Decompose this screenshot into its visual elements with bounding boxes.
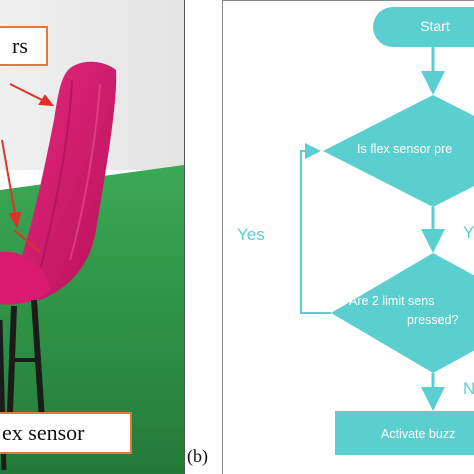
callout-arrows: [1, 83, 55, 253]
callout-flex-sensor: ex sensor: [0, 412, 132, 454]
photo-panel: rs ex sensor: [0, 0, 185, 474]
flowchart-panel: Start Is flex sensor pre Are 2 limit sen…: [222, 0, 474, 474]
callout-limit-sensors-text: rs: [12, 33, 28, 58]
decision-limit-sensors: [331, 253, 474, 373]
edge-label-yes: Yes: [237, 225, 265, 244]
decision-flex-sensor: [323, 95, 474, 207]
chair-seat: [0, 251, 50, 305]
start-node: [373, 7, 474, 47]
arrow-loop-back: [300, 143, 331, 314]
action-label: Activate buzz: [381, 427, 456, 441]
callout-limit-sensors: rs: [0, 26, 48, 66]
chair-backrest: [10, 61, 117, 300]
callout-flex-sensor-text: ex sensor: [2, 420, 85, 445]
start-label: Start: [420, 18, 450, 34]
action-node: [335, 411, 474, 455]
chair-photo: [0, 0, 184, 474]
edge-label-yes-right: Y: [463, 223, 474, 242]
decision-flex-sensor-label: Is flex sensor pre: [357, 142, 453, 156]
panel-label-b: (b): [187, 446, 208, 466]
decision-limit-sensors-label-1: Are 2 limit sens: [349, 294, 435, 308]
flowchart-diagram: [300, 7, 474, 455]
decision-limit-sensors-label-2: pressed?: [407, 313, 459, 327]
edge-label-no: N: [463, 379, 474, 399]
